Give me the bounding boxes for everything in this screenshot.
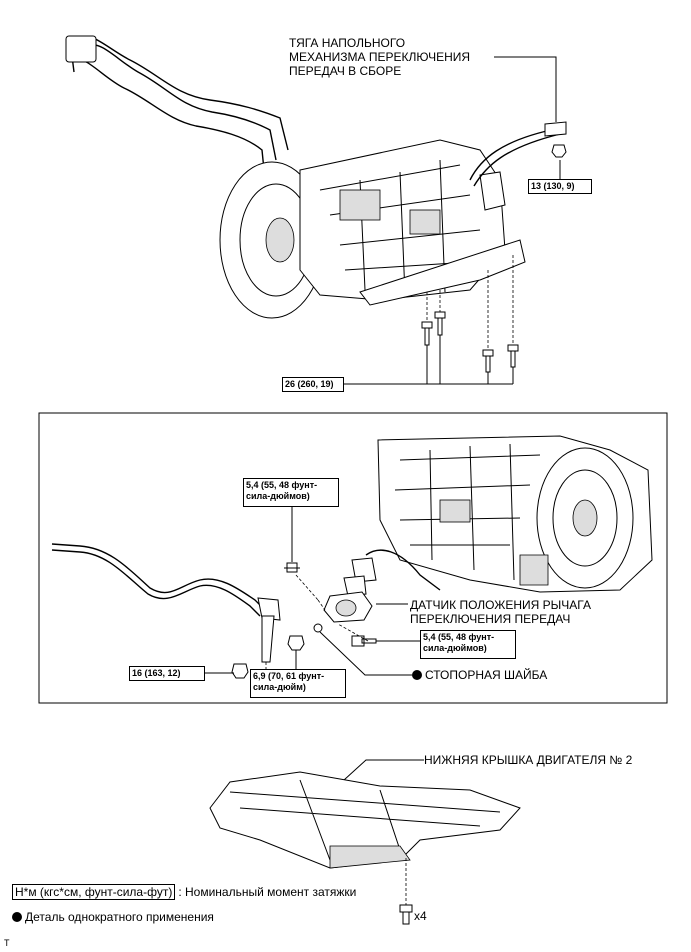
torque-box-nut-13: 13 (130, 9)	[528, 179, 592, 194]
torque-box-sensor-top: 5,4 (55, 48 фунт- сила-дюймов)	[243, 478, 339, 507]
torque-value-line2: сила-дюйм)	[253, 682, 306, 692]
under-cover	[209, 759, 521, 925]
detail-frame	[38, 412, 668, 704]
under-cover-label: НИЖНЯЯ КРЫШКА ДВИГАТЕЛЯ № 2	[424, 753, 633, 767]
torque-box-nut-16: 16 (163, 12)	[129, 666, 205, 681]
torque-value-line2: сила-дюймов)	[246, 491, 310, 501]
shift-rod-label-line2: МЕХАНИЗМА ПЕРЕКЛЮЧЕНИЯ	[289, 50, 471, 64]
shift-rod-label: ТЯГА НАПОЛЬНОГО МЕХАНИЗМА ПЕРЕКЛЮЧЕНИЯ П…	[289, 36, 470, 78]
legend-torque: Н*м (кгс*см, фунт-сила-фут): Номинальный…	[12, 884, 357, 900]
position-sensor-label-line1: ДАТЧИК ПОЛОЖЕНИЯ РЫЧАГА	[410, 598, 591, 612]
torque-value: 16 (163, 12)	[132, 668, 181, 678]
torque-value-line1: 6,9 (70, 61 фунт-	[253, 671, 325, 681]
torque-value: 26 (260, 19)	[285, 379, 334, 389]
legend-nonreusable: Деталь однократного применения	[12, 910, 214, 924]
legend-nonreusable-text: Деталь однократного применения	[25, 910, 214, 924]
position-sensor-label-line2: ПЕРЕКЛЮЧЕНИЯ ПЕРЕДАЧ	[410, 612, 571, 626]
nonreusable-dot-icon	[12, 912, 22, 922]
quantity-label: x4	[414, 909, 427, 923]
transmission-top	[65, 35, 567, 385]
shift-rod-label-line3: ПЕРЕДАЧ В СБОРЕ	[289, 64, 402, 78]
torque-value-line1: 5,4 (55, 48 фунт-	[423, 632, 495, 642]
torque-box-sensor-bottom: 5,4 (55, 48 фунт- сила-дюймов)	[420, 630, 516, 659]
torque-value-line2: сила-дюймов)	[423, 643, 487, 653]
lock-washer-label: СТОПОРНАЯ ШАЙБА	[412, 668, 547, 682]
torque-value: 13 (130, 9)	[531, 181, 575, 191]
torque-box-bolts-26: 26 (260, 19)	[282, 377, 344, 392]
transmission-middle	[51, 435, 653, 680]
nonreusable-dot-icon	[412, 670, 422, 680]
legend-unit-text: : Номинальный момент затяжки	[178, 885, 357, 899]
corner-mark: T	[4, 938, 10, 948]
position-sensor-label: ДАТЧИК ПОЛОЖЕНИЯ РЫЧАГА ПЕРЕКЛЮЧЕНИЯ ПЕР…	[410, 598, 591, 626]
shift-rod-label-line1: ТЯГА НАПОЛЬНОГО	[289, 36, 406, 50]
torque-value-line1: 5,4 (55, 48 фунт-	[246, 480, 318, 490]
torque-box-nut-69: 6,9 (70, 61 фунт- сила-дюйм)	[250, 669, 346, 698]
lock-washer-text: СТОПОРНАЯ ШАЙБА	[425, 668, 548, 682]
legend-unit-box: Н*м (кгс*см, фунт-сила-фут)	[12, 884, 176, 900]
